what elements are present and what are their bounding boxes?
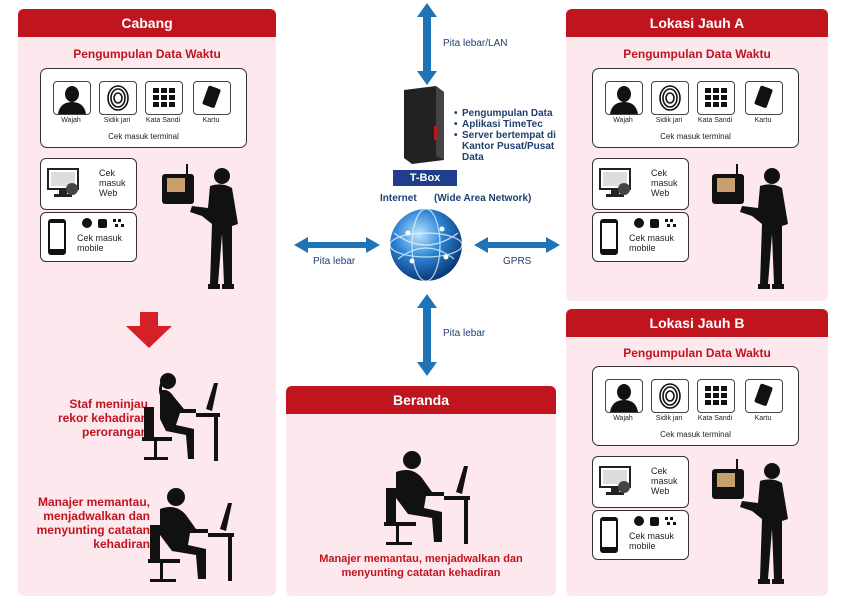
monitor-icon (599, 466, 631, 495)
cabang-mobile-label: Cek masuk mobile (77, 233, 123, 253)
jauh-a-subtitle: Pengumpulan Data Waktu (623, 47, 771, 61)
cabang-title: Cabang (18, 9, 276, 37)
card-icon (193, 81, 231, 115)
fingerprint-icon (99, 81, 137, 115)
jauh-b-mobile-label: Cek masuk mobile (629, 531, 675, 551)
face-label: Wajah (61, 117, 81, 124)
tbox-label: T-Box (393, 170, 457, 186)
bullet-2: Aplikasi TimeTec (454, 119, 574, 130)
jauh-b-mobile-box: Cek masuk mobile (592, 510, 689, 560)
card-icon (745, 81, 783, 115)
down-arrow-icon (126, 312, 172, 348)
cabang-web-box: Cek masuk Web (40, 158, 137, 210)
card-icon (745, 379, 783, 413)
server-icon (404, 86, 444, 164)
server-bullets: Pengumpulan Data Aplikasi TimeTec Server… (454, 108, 574, 163)
right-arrow-icon (474, 237, 560, 253)
card-label: Kartu (202, 117, 220, 124)
cabang-web-label: Cek masuk Web (99, 168, 126, 198)
top-link-label: Pita lebar/LAN (443, 38, 508, 49)
jauh-b-terminal-box: Wajah Sidik jari Kata Sandi Kartu Cek ma… (592, 366, 799, 446)
jauh-b-web-label: Cek masuk Web (651, 466, 678, 496)
card-label: Kartu (754, 415, 772, 422)
left-arrow-icon (294, 237, 380, 253)
face-label: Wajah (613, 415, 633, 422)
jauh-a-mobile-label: Cek masuk mobile (629, 233, 675, 253)
monitor-icon (47, 168, 79, 197)
cabang-mobile-box: Cek masuk mobile (40, 212, 137, 262)
left-link-label: Pita lebar (313, 256, 356, 267)
jauh-b-panel: Lokasi Jauh B Pengumpulan Data Waktu Waj… (566, 309, 828, 596)
bullet-3: Server bertempat di Kantor Pusat/Pusat D… (454, 130, 574, 163)
os-logos-icon (634, 516, 676, 526)
fingerprint-icon (651, 379, 689, 413)
phone-icon (600, 219, 618, 255)
bullet-1: Pengumpulan Data (454, 108, 574, 119)
os-logos-icon (634, 218, 676, 228)
monitor-icon (599, 168, 631, 197)
face-icon (53, 81, 91, 115)
cabang-panel: Cabang Pengumpulan Data Waktu Wajah Sidi… (18, 9, 276, 596)
fingerprint-label: Sidik jari (103, 117, 131, 124)
face-icon (605, 379, 643, 413)
jauh-a-mobile-box: Cek masuk mobile (592, 212, 689, 262)
bottom-link-label: Pita lebar (443, 328, 486, 339)
os-logos-icon (82, 218, 124, 228)
jauh-b-terminal-label: Cek masuk terminal (660, 430, 731, 439)
jauh-a-panel: Lokasi Jauh A Pengumpulan Data Waktu Waj… (566, 9, 828, 301)
staff-desk-icon (142, 373, 220, 461)
cabang-subtitle: Pengumpulan Data Waktu (73, 47, 221, 61)
card-label: Kartu (754, 117, 772, 124)
keypad-icon (697, 379, 735, 413)
jauh-a-web-label: Cek masuk Web (651, 168, 678, 198)
jauh-b-web-box: Cek masuk Web (592, 456, 689, 508)
beranda-panel: Beranda Manajer memantau, menjadwalkan d… (286, 386, 556, 596)
jauh-a-terminal-label: Cek masuk terminal (660, 132, 731, 141)
phone-icon (600, 517, 618, 553)
cabang-terminal-label: Cek masuk terminal (108, 132, 179, 141)
cabang-terminal-box: Wajah Sidik jari Kata Sandi Kartu Cek ma… (40, 68, 247, 148)
face-label: Wajah (613, 117, 633, 124)
terminal-user-icon (712, 164, 788, 289)
beranda-manager-text: Manajer memantau, menjadwalkan dan menyu… (319, 553, 523, 579)
wan-label: (Wide Area Network) (434, 193, 532, 204)
manager-desk-icon (148, 488, 234, 582)
globe-icon (389, 208, 463, 282)
right-link-label: GPRS (503, 256, 532, 267)
keypad-label: Kata Sandi (697, 117, 733, 124)
top-arrow-icon (417, 3, 437, 85)
keypad-label: Kata Sandi (145, 117, 181, 124)
jauh-b-title: Lokasi Jauh B (566, 309, 828, 337)
cabang-manager-text: Manajer memantau, menjadwalkan dan menyu… (36, 495, 150, 551)
jauh-b-subtitle: Pengumpulan Data Waktu (623, 346, 771, 360)
jauh-a-web-box: Cek masuk Web (592, 158, 689, 210)
phone-icon (48, 219, 66, 255)
fingerprint-icon (651, 81, 689, 115)
keypad-label: Kata Sandi (697, 415, 733, 422)
bottom-arrow-icon (417, 294, 437, 376)
fingerprint-label: Sidik jari (655, 415, 683, 422)
keypad-icon (145, 81, 183, 115)
fingerprint-label: Sidik jari (655, 117, 683, 124)
terminal-user-icon (162, 164, 238, 289)
keypad-icon (697, 81, 735, 115)
jauh-a-title: Lokasi Jauh A (566, 9, 828, 37)
face-icon (605, 81, 643, 115)
cabang-staff-text: Staf meninjau rekor kehadiran perorangan (57, 397, 148, 439)
internet-label: Internet (380, 193, 417, 204)
beranda-title: Beranda (286, 386, 556, 414)
jauh-a-terminal-box: Wajah Sidik jari Kata Sandi Kartu Cek ma… (592, 68, 799, 148)
terminal-user-icon (712, 459, 788, 584)
manager-desk-icon (384, 451, 470, 545)
